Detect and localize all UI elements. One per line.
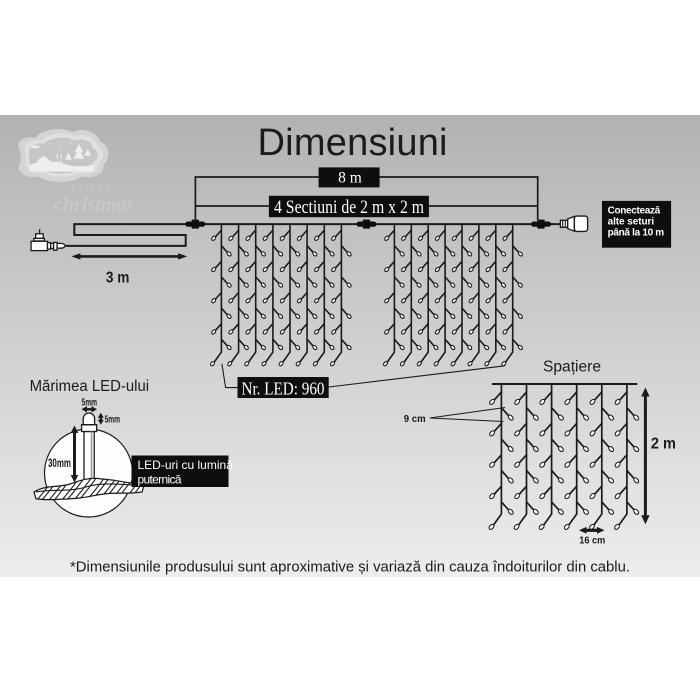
svg-text:30mm: 30mm [48, 456, 71, 470]
svg-text:5mm: 5mm [82, 398, 98, 409]
svg-text:Dimensiuni: Dimensiuni [258, 122, 448, 164]
svg-text:alte seturi: alte seturi [608, 217, 655, 228]
svg-text:*Dimensiunile produsului sunt: *Dimensiunile produsului sunt aproximati… [70, 559, 630, 575]
svg-text:LED-uri cu lumină: LED-uri cu lumină [138, 458, 234, 472]
svg-text:5mm: 5mm [105, 415, 121, 426]
svg-text:2 m: 2 m [651, 436, 676, 453]
svg-text:Mărimea LED-ului: Mărimea LED-ului [30, 378, 150, 395]
svg-text:Spațiere: Spațiere [543, 358, 601, 375]
svg-text:christmas: christmas [54, 192, 134, 216]
svg-text:3 m: 3 m [106, 270, 130, 287]
svg-text:Conectează: Conectează [608, 206, 661, 217]
svg-text:puternică: puternică [138, 473, 182, 487]
svg-text:16 cm: 16 cm [579, 536, 605, 547]
svg-text:9 cm: 9 cm [404, 414, 426, 425]
svg-text:până la 10 m: până la 10 m [608, 228, 665, 239]
svg-text:8 m: 8 m [338, 169, 362, 186]
svg-text:Nr. LED: 960: Nr. LED: 960 [242, 378, 325, 398]
svg-text:4 Sectiuni de 2 m x 2 m: 4 Sectiuni de 2 m x 2 m [274, 197, 424, 218]
svg-text:FLIPPY: FLIPPY [72, 183, 114, 193]
